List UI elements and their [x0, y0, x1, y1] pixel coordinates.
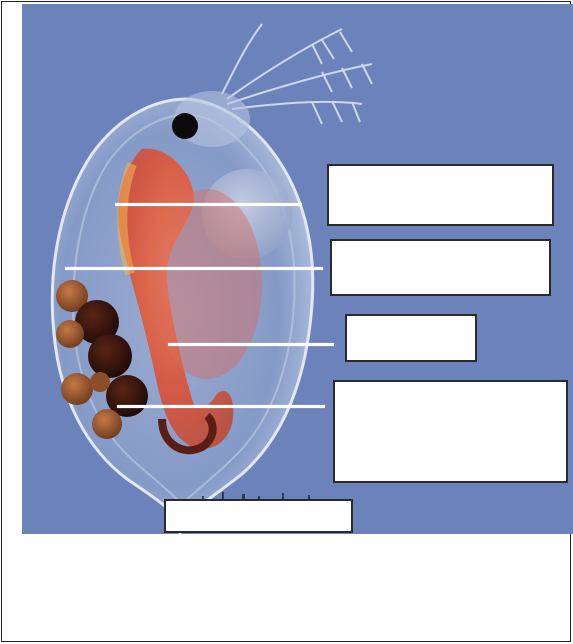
pointer-line-1	[115, 203, 302, 206]
compound-eye	[172, 113, 198, 139]
label-box-2[interactable]	[330, 239, 551, 296]
label-box-1[interactable]	[327, 164, 554, 226]
pointer-line-4	[117, 405, 325, 408]
pointer-line-3	[168, 343, 334, 346]
label-box-3[interactable]	[345, 314, 477, 362]
pointer-line-2	[65, 267, 323, 270]
tissue-mass	[152, 189, 262, 379]
label-box-5[interactable]	[164, 499, 353, 533]
label-box-4[interactable]	[333, 380, 568, 483]
